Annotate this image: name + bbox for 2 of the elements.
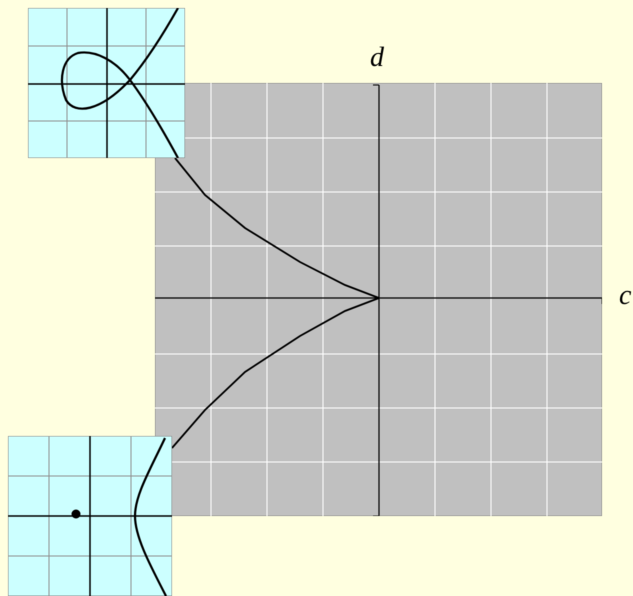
axis-label: d: [370, 44, 384, 72]
axis-label: c: [619, 282, 632, 310]
